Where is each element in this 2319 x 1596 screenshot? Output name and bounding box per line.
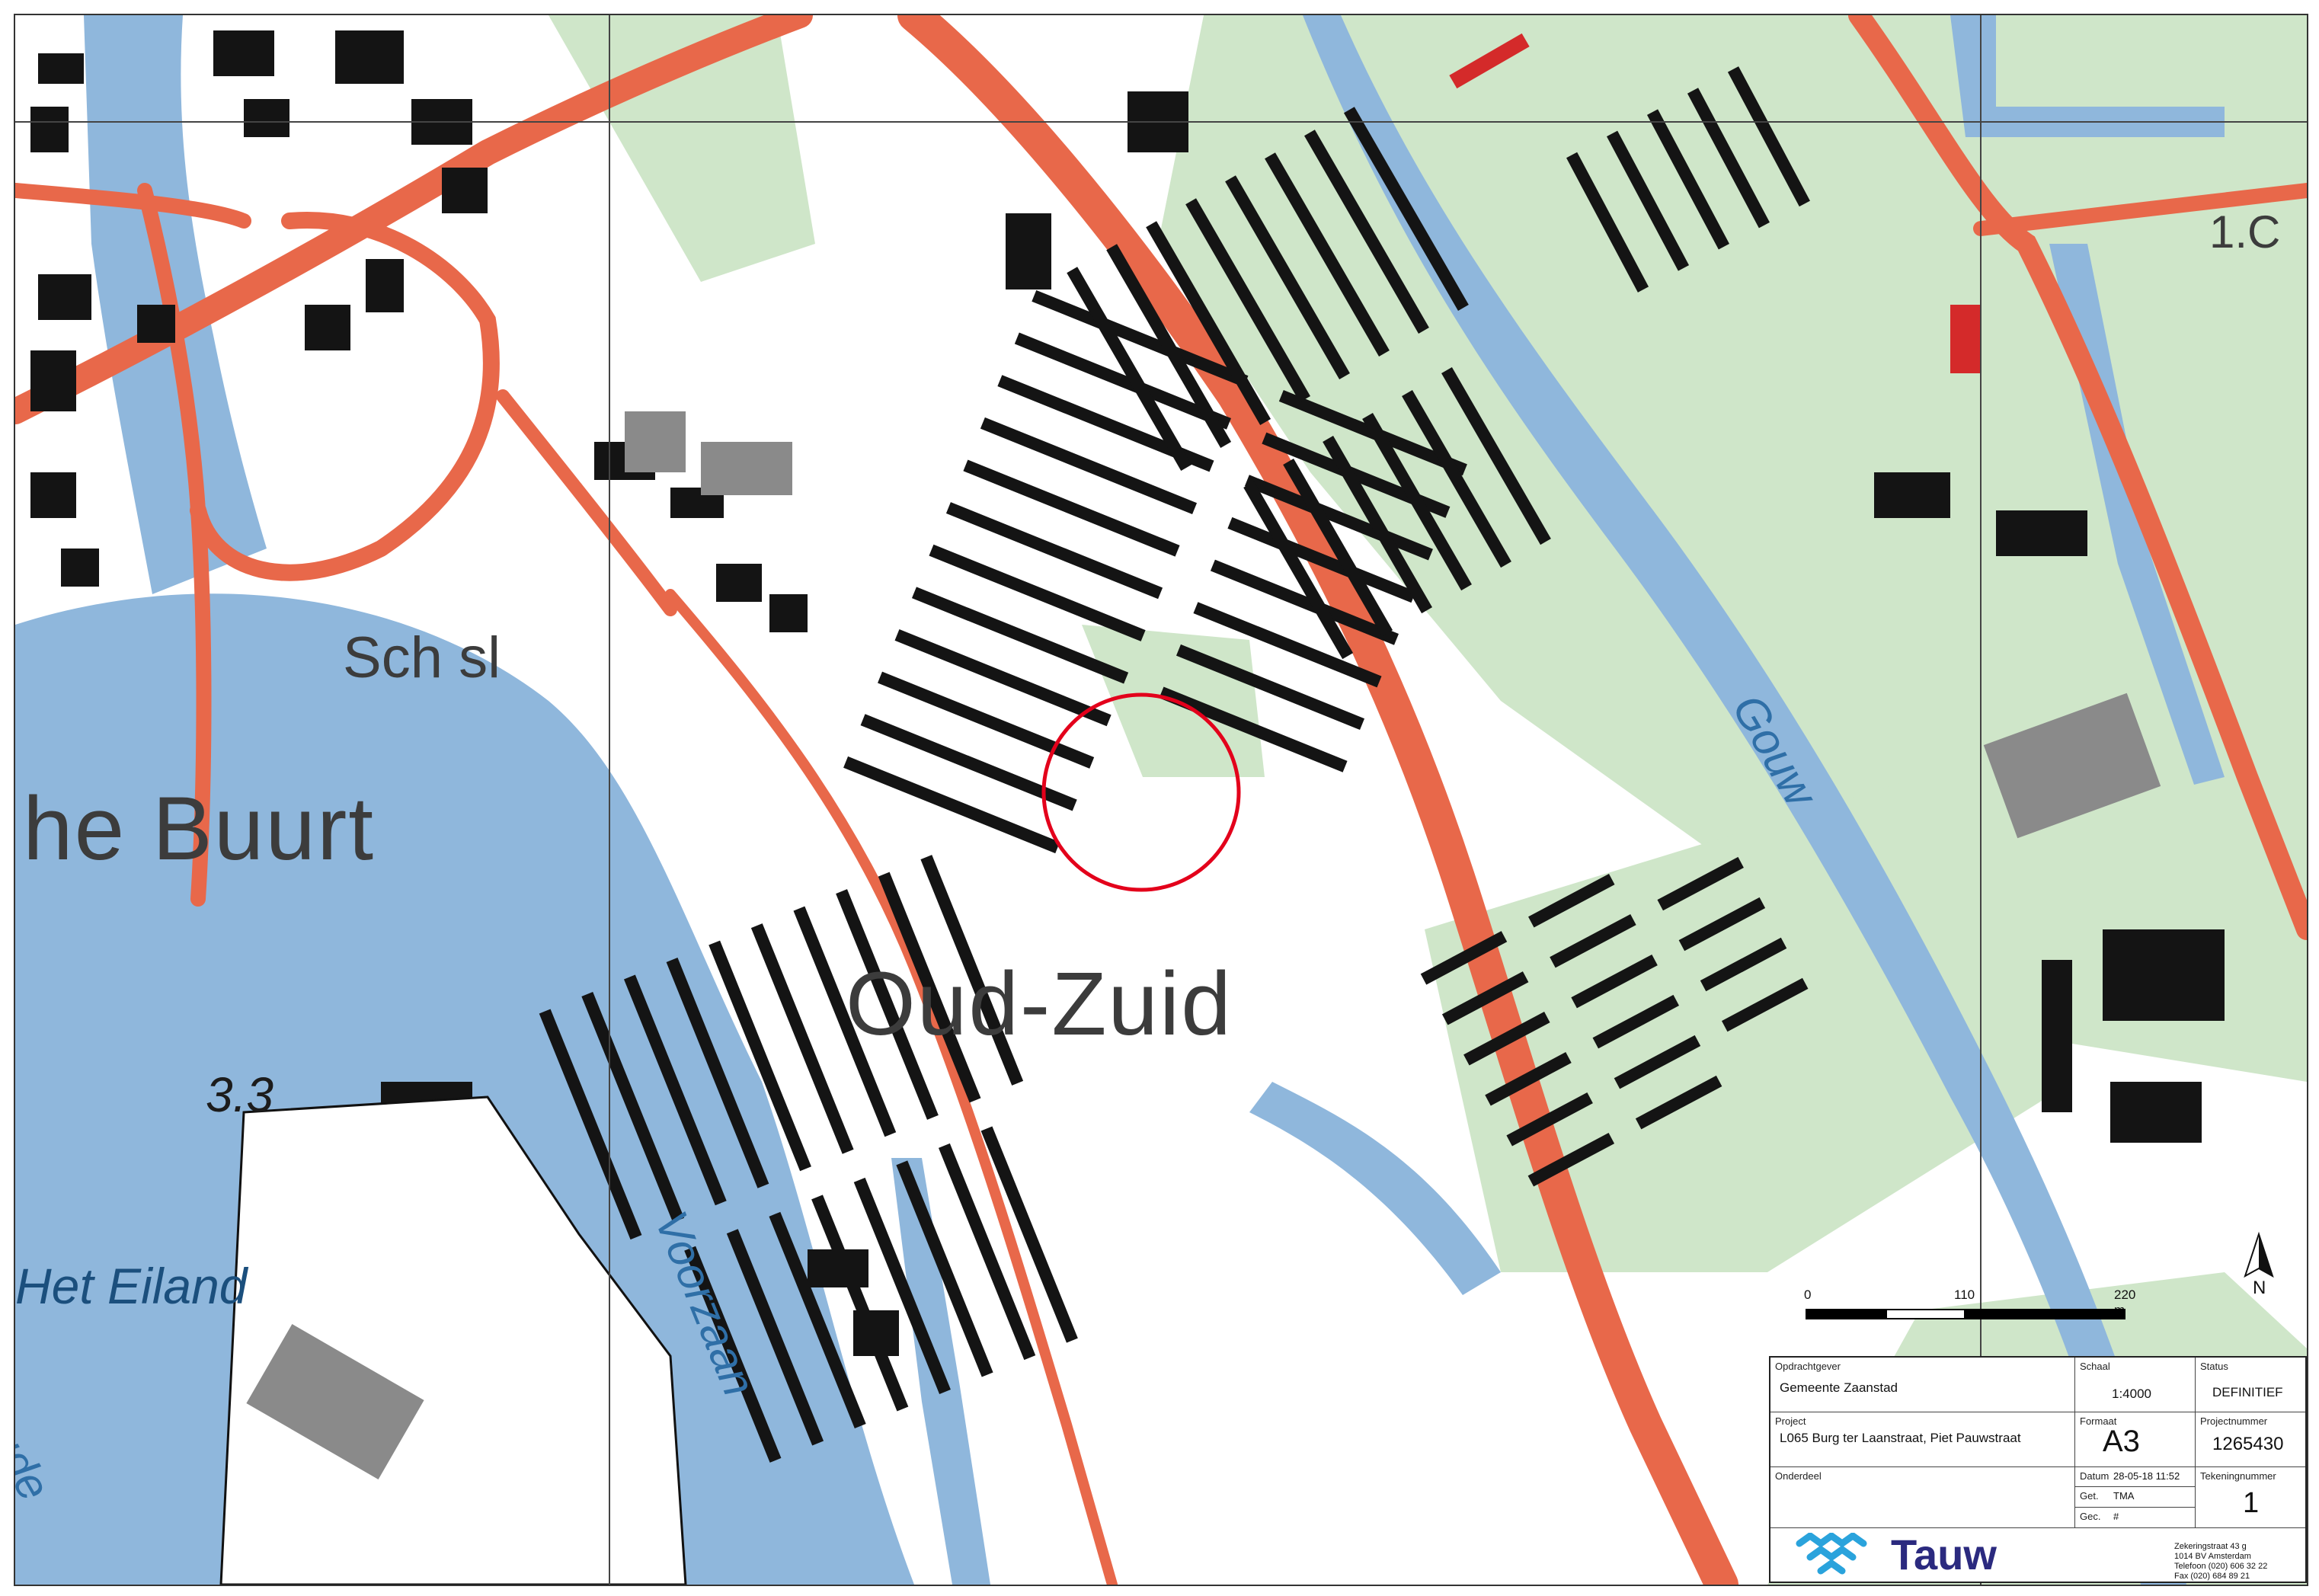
caption-opdrachtgever: Opdrachtgever bbox=[1775, 1361, 1841, 1372]
cell-project: Project L065 Burg ter Laanstraat, Piet P… bbox=[1770, 1412, 2075, 1467]
red-hatched-buildings bbox=[1449, 33, 1981, 373]
title-block: Opdrachtgever Gemeente Zaanstad Schaal 1… bbox=[1769, 1356, 2307, 1583]
north-arrow-icon bbox=[2244, 1231, 2274, 1278]
value-projectnummer: 1265430 bbox=[2212, 1434, 2284, 1454]
scale-tick-110: 110 bbox=[1954, 1287, 1975, 1302]
caption-project: Project bbox=[1775, 1415, 1806, 1427]
cell-gec: Gec. # bbox=[2075, 1508, 2196, 1528]
harbour-area bbox=[219, 1095, 687, 1585]
cell-get: Get. TMA bbox=[2075, 1487, 2196, 1508]
cell-tekeningnummer: Tekeningnummer 1 bbox=[2196, 1467, 2305, 1528]
main-roads bbox=[15, 15, 2307, 1585]
address-line-4: Fax (020) 684 89 21 bbox=[2174, 1572, 2250, 1581]
north-arrow: N bbox=[2236, 1230, 2282, 1303]
map-grid bbox=[15, 15, 2307, 1585]
cell-datum: Datum 28-05-18 11:52 bbox=[2075, 1467, 2196, 1487]
label-contour: 1.C bbox=[2209, 206, 2281, 257]
caption-get: Get. bbox=[2080, 1490, 2099, 1502]
tauw-logo-icon bbox=[1796, 1533, 1867, 1575]
address-line-3: Telefoon (020) 606 32 22 bbox=[2174, 1562, 2268, 1571]
cell-schaal: Schaal 1:4000 bbox=[2075, 1358, 2196, 1412]
label-oud-zuid: Oud-Zuid bbox=[846, 954, 1233, 1054]
cell-onderdeel: Onderdeel bbox=[1770, 1467, 2075, 1528]
value-opdrachtgever: Gemeente Zaanstad bbox=[1780, 1380, 1898, 1395]
cell-formaat: Formaat A3 bbox=[2075, 1412, 2196, 1467]
scale-tick-0: 0 bbox=[1804, 1287, 1812, 1302]
north-label: N bbox=[2253, 1278, 2266, 1298]
scale-segment-c bbox=[1966, 1309, 2125, 1319]
scale-segment-a bbox=[1806, 1309, 1886, 1319]
caption-status: Status bbox=[2200, 1361, 2228, 1372]
location-marker bbox=[1041, 692, 1241, 892]
value-status: DEFINITIEF bbox=[2212, 1385, 2283, 1399]
value-formaat: A3 bbox=[2103, 1425, 2140, 1458]
caption-projectnummer: Projectnummer bbox=[2200, 1415, 2268, 1427]
address-line-1: Zekeringstraat 43 g bbox=[2174, 1542, 2247, 1551]
label-neighbourhood-buurt: he Buurt bbox=[23, 779, 376, 879]
caption-gec: Gec. bbox=[2080, 1511, 2101, 1522]
caption-formaat: Formaat bbox=[2080, 1415, 2117, 1427]
value-schaal: 1:4000 bbox=[2112, 1387, 2151, 1401]
label-sluice: Sch sl bbox=[343, 625, 501, 690]
cell-projectnummer: Projectnummer 1265430 bbox=[2196, 1412, 2305, 1467]
topographic-map[interactable]: he Buurt Oud-Zuid Het Eiland Sch sl Gouw… bbox=[14, 14, 2308, 1586]
company-name: Tauw bbox=[1891, 1530, 1997, 1578]
caption-datum: Datum bbox=[2080, 1470, 2109, 1482]
label-het-eiland: Het Eiland bbox=[15, 1258, 248, 1314]
scale-bar: 0 110 220 m bbox=[1804, 1287, 2148, 1333]
value-gec: # bbox=[2113, 1511, 2119, 1522]
industrial-blocks bbox=[246, 411, 2161, 1479]
value-project: L065 Burg ter Laanstraat, Piet Pauwstraa… bbox=[1780, 1431, 2021, 1445]
value-get: TMA bbox=[2113, 1490, 2135, 1502]
caption-onderdeel: Onderdeel bbox=[1775, 1470, 1822, 1482]
value-datum: 28-05-18 11:52 bbox=[2113, 1470, 2180, 1482]
cell-opdrachtgever: Opdrachtgever Gemeente Zaanstad bbox=[1770, 1358, 2075, 1412]
address-line-2: 1014 BV Amsterdam bbox=[2174, 1552, 2251, 1561]
value-tekeningnummer: 1 bbox=[2243, 1487, 2260, 1519]
cell-status: Status DEFINITIEF bbox=[2196, 1358, 2305, 1412]
caption-schaal: Schaal bbox=[2080, 1361, 2110, 1372]
map-canvas bbox=[15, 15, 2307, 1585]
caption-tekeningnummer: Tekeningnummer bbox=[2200, 1470, 2276, 1482]
scale-segment-b bbox=[1886, 1309, 1966, 1319]
building-blocks bbox=[30, 30, 2225, 1569]
label-depth: 3.3 bbox=[206, 1067, 273, 1122]
